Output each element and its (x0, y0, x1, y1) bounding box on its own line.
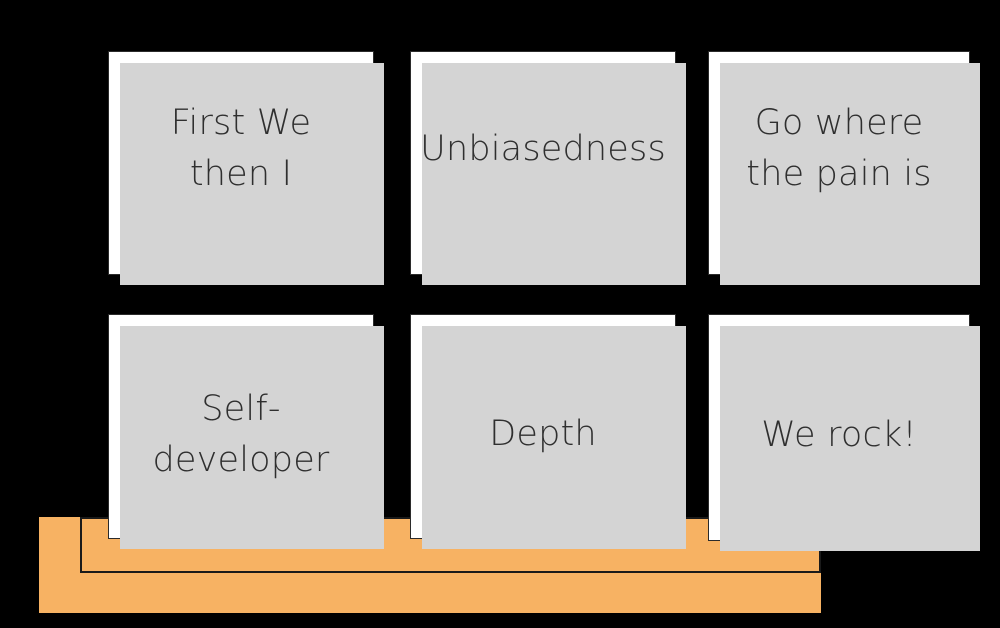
card-label: Self- developer (152, 388, 330, 480)
card-shadow (120, 326, 384, 549)
card-unbiasedness[interactable]: Unbiasedness (410, 51, 686, 285)
card-label: Unbiasedness (420, 128, 666, 169)
card-shadow (120, 63, 384, 285)
card-shadow (720, 326, 980, 551)
card-shadow (720, 63, 980, 285)
card-go-where-the-pain-is[interactable]: Go where the pain is (708, 51, 980, 285)
card-shadow (422, 326, 686, 549)
card-label: Depth (489, 414, 597, 455)
card-label: Go where the pain is (746, 103, 932, 194)
card-self-developer[interactable]: Self- developer (108, 314, 384, 549)
card-we-rock[interactable]: We rock! (708, 314, 980, 551)
card-first-we-then-i[interactable]: First We then I (108, 51, 384, 285)
card-label: First We then I (170, 103, 312, 194)
card-label: We rock! (761, 415, 917, 456)
card-shadow (422, 63, 686, 285)
card-depth[interactable]: Depth (410, 314, 686, 549)
